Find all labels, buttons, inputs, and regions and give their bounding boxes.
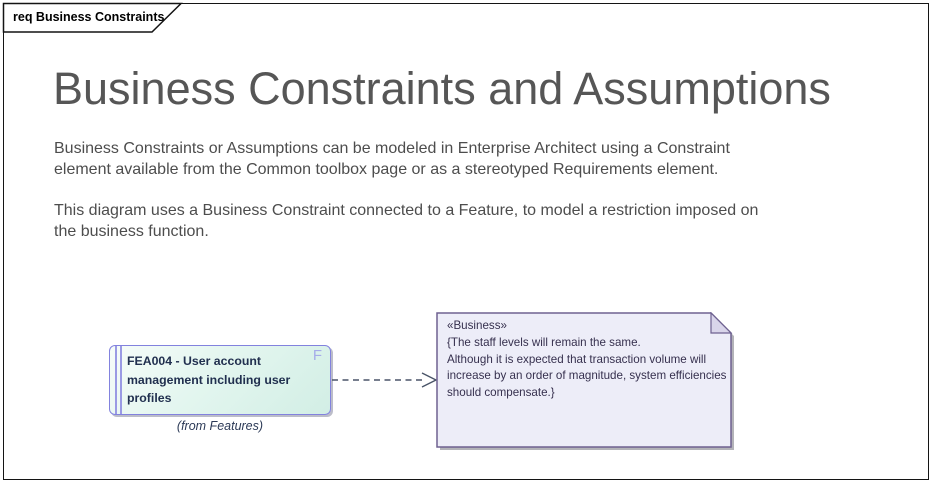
feature-type-letter-icon: F [312,347,322,364]
note-body [436,312,732,448]
diagram-tab-shape [2,2,183,33]
feature-element[interactable]: FEA004 - User account management includi… [109,345,331,415]
feature-left-line-icon [115,346,117,414]
feature-name: FEA004 - User account management includi… [127,354,291,405]
note-fold-icon [710,312,733,334]
diagram-tab-label: req Business Constraints [13,10,165,24]
intro-paragraph-1: Business Constraints or Assumptions can … [54,140,730,178]
note-constraint-line1: {The staff levels will remain the same. [447,335,641,349]
constraint-note-text: «Business» {The staff levels will remain… [447,318,728,402]
open-arrowhead-icon [421,372,438,388]
page-title: Business Constraints and Assumptions [53,63,831,114]
dependency-connector[interactable] [330,366,442,394]
from-features-label: (from Features) [176,419,264,433]
note-stereotype: «Business» [447,319,507,332]
feature-left-line-icon [120,346,122,414]
diagram-tab [2,2,183,33]
constraint-note[interactable] [436,312,738,454]
note-constraint-line2: Although it is expected that transaction… [447,352,727,400]
intro-paragraph-2: This diagram uses a Business Constraint … [54,202,759,240]
